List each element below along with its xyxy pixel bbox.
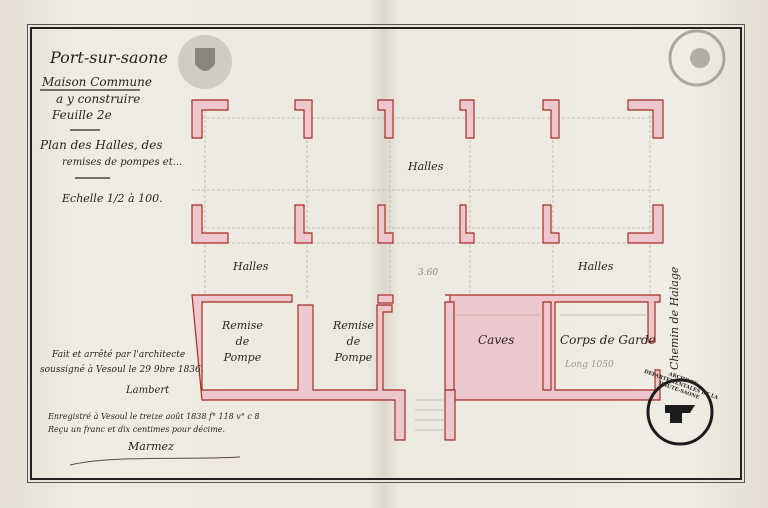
certification-line-1: Fait et arrêté par l'architecte — [52, 350, 186, 360]
walls — [191, 99, 664, 441]
pier — [627, 99, 664, 139]
signature-flourish — [69, 456, 241, 466]
pier — [377, 99, 394, 139]
room-label-caves: Caves — [478, 333, 515, 347]
pier — [377, 204, 394, 244]
construction-lines — [192, 100, 662, 300]
room-label-halles: Halles — [408, 160, 444, 173]
pier — [459, 204, 475, 244]
dimension-label: 3.60 — [418, 268, 439, 278]
pier — [377, 294, 394, 304]
pier — [459, 99, 475, 139]
subject-line-1: Maison Commune — [42, 75, 152, 89]
registration-line-2: Reçu un franc et dix centimes pour décim… — [48, 425, 226, 434]
registration-line-1: Enregistré à Vesoul le treize août 1838 … — [48, 412, 260, 421]
pier — [191, 204, 229, 244]
seal-stamp-right — [668, 29, 726, 87]
pier — [294, 204, 313, 244]
town-name: Port-sur-saone — [50, 48, 168, 67]
wall — [542, 301, 552, 391]
room-label-halles: Halles — [578, 260, 614, 273]
room-label-corps-de-garde: Corps de Garde — [560, 333, 656, 347]
drawing-frame — [30, 27, 742, 480]
scale-note: Echelle 1/2 à 100. — [62, 192, 163, 205]
certification-line-2: soussigné à Vesoul le 29 9bre 1836. — [40, 365, 204, 375]
pier — [627, 204, 664, 244]
wall — [444, 301, 455, 391]
seal-stamp-left — [178, 35, 232, 89]
pencil-note: Long 1050 — [565, 360, 614, 370]
stair — [415, 314, 650, 431]
room-label-halles: Halles — [233, 260, 269, 273]
sheet-number: Feuille 2e — [52, 108, 112, 122]
architect-signature: Lambert — [126, 385, 170, 396]
pier — [542, 204, 560, 244]
wall — [191, 294, 406, 441]
archives-stamp — [646, 378, 714, 446]
pier — [294, 99, 313, 139]
wall — [445, 294, 661, 401]
wall — [444, 389, 456, 441]
road-label: Chemin de Halage — [668, 266, 681, 370]
subject-line-2: a y construire — [56, 92, 141, 106]
registrar-signature: Marmez — [128, 440, 174, 453]
pier — [542, 99, 560, 139]
pier — [191, 99, 229, 139]
plan-title-1: Plan des Halles, des — [40, 138, 163, 152]
plan-title-2: remises de pompes et... — [62, 157, 183, 168]
